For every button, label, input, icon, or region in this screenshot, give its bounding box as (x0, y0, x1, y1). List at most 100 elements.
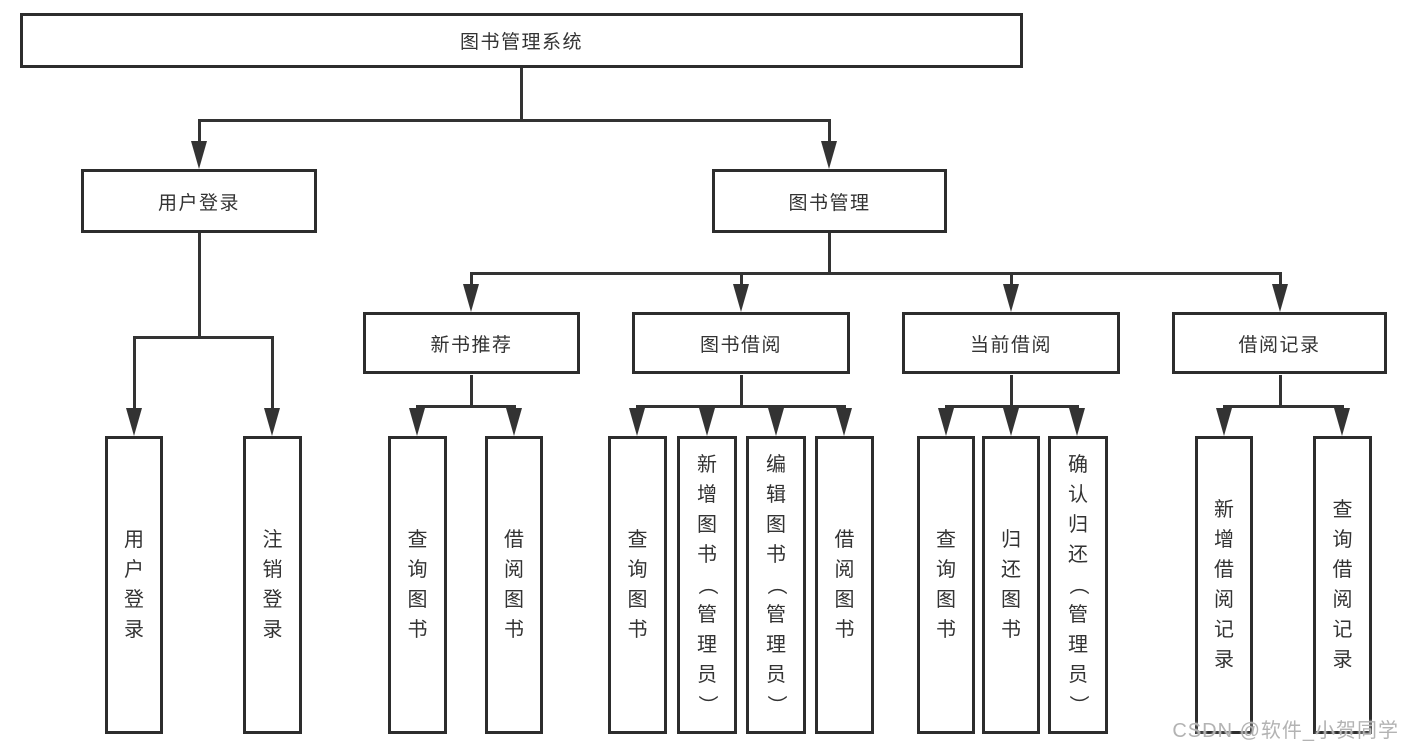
node-book-borrowing-label: 图书借阅 (699, 334, 782, 356)
vertical-label-char: 查 (1332, 499, 1353, 521)
leaf-borrow-book-recommend: 借阅图书 (485, 436, 543, 734)
vertical-label-char: 书 (407, 619, 428, 641)
node-new-book-recommend-label: 新书推荐 (430, 334, 513, 356)
arrowhead-down-icon (1334, 408, 1350, 436)
node-current-borrowing: 当前借阅 (902, 312, 1120, 374)
vertical-label-char: 图 (766, 514, 786, 536)
vertical-label-char: ） (696, 695, 718, 715)
vertical-label-char: 记 (1332, 619, 1353, 641)
leaf-add-borrow-record-label: 新增借阅记录 (1198, 439, 1250, 731)
arrowhead-down-icon (1216, 408, 1232, 436)
leaf-logout-label: 注销登录 (246, 439, 299, 731)
vertical-label-char: 查 (936, 529, 956, 551)
vertical-label-char: 阅 (834, 559, 855, 581)
node-new-book-recommend: 新书推荐 (363, 312, 580, 374)
leaf-query-books-current: 查询图书 (917, 436, 975, 734)
connector-horizontal-line (133, 336, 274, 339)
node-root: 图书管理系统 (20, 13, 1023, 68)
vertical-label-char: 借 (834, 529, 855, 551)
leaf-edit-book-admin-label: 编辑图书（管理员） (749, 439, 803, 731)
vertical-label-char: 理 (766, 634, 786, 656)
vertical-label-char: 还 (1068, 544, 1088, 566)
vertical-label-char: 图 (834, 589, 855, 611)
vertical-label-char: 图 (1001, 589, 1021, 611)
arrowhead-down-icon (506, 408, 522, 436)
vertical-label-char: 书 (936, 619, 956, 641)
connector-horizontal-line (636, 405, 846, 408)
connector-arrow-stem (1010, 272, 1013, 288)
arrowhead-down-icon (1003, 284, 1019, 312)
arrowhead-down-icon (699, 408, 715, 436)
vertical-label-char: 书 (834, 619, 855, 641)
leaf-borrow-book-borrowing: 借阅图书 (815, 436, 874, 734)
leaf-borrow-book-borrowing-label: 借阅图书 (818, 439, 871, 731)
vertical-label-char: 图 (407, 589, 428, 611)
vertical-label-char: 用 (124, 529, 144, 551)
vertical-label-char: 书 (697, 544, 717, 566)
leaf-return-book-label: 归还图书 (985, 439, 1037, 731)
vertical-label-char: ） (765, 695, 787, 715)
vertical-label-char: 编 (766, 454, 786, 476)
vertical-label-char: （ (765, 575, 787, 595)
connector-arrow-stem (1279, 272, 1282, 288)
node-book-management: 图书管理 (712, 169, 947, 233)
arrowhead-down-icon (1069, 408, 1085, 436)
leaf-add-borrow-record: 新增借阅记录 (1195, 436, 1253, 734)
vertical-label-char: 借 (504, 529, 524, 551)
vertical-label-char: 管 (766, 604, 786, 626)
connector-arrow-stem (740, 272, 743, 288)
arrowhead-down-icon (463, 284, 479, 312)
connector-vertical-line (1279, 375, 1282, 408)
node-user-login: 用户登录 (81, 169, 317, 233)
node-book-borrowing: 图书借阅 (632, 312, 850, 374)
node-book-management-label: 图书管理 (788, 192, 871, 214)
arrowhead-down-icon (409, 408, 425, 436)
arrowhead-down-icon (733, 284, 749, 312)
vertical-label-char: 辑 (766, 484, 786, 506)
leaf-return-book: 归还图书 (982, 436, 1040, 734)
leaf-edit-book-admin: 编辑图书（管理员） (746, 436, 806, 734)
leaf-query-books-borrowing: 查询图书 (608, 436, 667, 734)
leaf-query-books-borrowing-label: 查询图书 (611, 439, 664, 731)
connector-vertical-line (198, 233, 201, 339)
leaf-add-book-admin-label: 新增图书（管理员） (680, 439, 734, 731)
vertical-label-char: 员 (697, 664, 717, 686)
node-root-label: 图书管理系统 (459, 32, 583, 53)
vertical-label-char: 查 (407, 529, 428, 551)
vertical-label-char: 登 (262, 589, 283, 611)
connector-arrow-stem (198, 119, 201, 145)
vertical-label-char: 增 (1214, 529, 1234, 551)
vertical-label-char: 借 (1332, 559, 1353, 581)
vertical-label-char: 管 (697, 604, 717, 626)
vertical-label-char: 新 (1214, 499, 1234, 521)
vertical-label-char: 录 (1214, 649, 1234, 671)
vertical-label-char: 归 (1068, 514, 1088, 536)
leaf-query-books-recommend: 查询图书 (388, 436, 447, 734)
connector-arrow-stem (828, 119, 831, 145)
arrowhead-down-icon (629, 408, 645, 436)
vertical-label-char: 录 (124, 619, 144, 641)
vertical-label-char: 书 (504, 619, 524, 641)
node-current-borrowing-label: 当前借阅 (969, 334, 1052, 356)
vertical-label-char: 书 (766, 544, 786, 566)
vertical-label-char: 员 (1068, 664, 1088, 686)
connector-arrow-stem (271, 336, 274, 412)
vertical-label-char: 询 (1332, 529, 1353, 551)
vertical-label-char: 认 (1068, 484, 1088, 506)
vertical-label-char: 注 (262, 529, 283, 551)
vertical-label-char: 询 (936, 559, 956, 581)
vertical-label-char: 询 (627, 559, 648, 581)
vertical-label-char: 确 (1068, 454, 1088, 476)
leaf-borrow-book-recommend-label: 借阅图书 (488, 439, 540, 731)
arrowhead-down-icon (768, 408, 784, 436)
arrowhead-down-icon (191, 141, 207, 169)
leaf-query-books-current-label: 查询图书 (920, 439, 972, 731)
vertical-label-char: 记 (1214, 619, 1234, 641)
connector-arrow-stem (470, 272, 473, 288)
vertical-label-char: 录 (1332, 649, 1353, 671)
vertical-label-char: 查 (627, 529, 648, 551)
arrowhead-down-icon (264, 408, 280, 436)
leaf-user-login-label: 用户登录 (108, 439, 160, 731)
connector-vertical-line (470, 375, 473, 408)
vertical-label-char: 管 (1068, 604, 1088, 626)
